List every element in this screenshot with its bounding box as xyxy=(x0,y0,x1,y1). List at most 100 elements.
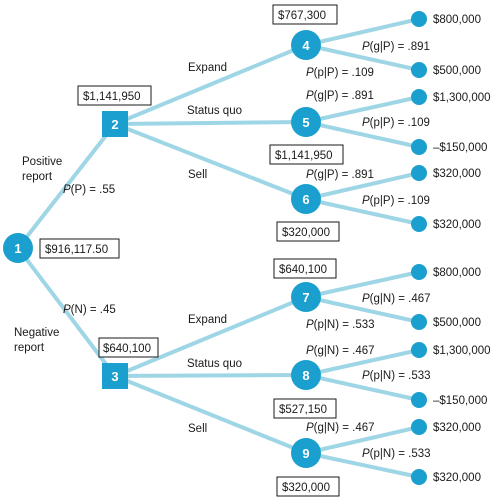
value-box-8 xyxy=(273,398,337,419)
edge-3-9 xyxy=(113,374,308,455)
prob-8-poor: P(p|N) = .533 xyxy=(362,370,431,382)
prob-6-poor: P(p|P) = .109 xyxy=(362,195,430,207)
edge-2-5 xyxy=(113,120,308,126)
value-node-4: $767,300 xyxy=(278,10,326,22)
edge-2-4 xyxy=(113,43,308,126)
edge-6-leaf6 xyxy=(304,197,421,226)
prob-negative: P(N) = .45 xyxy=(63,304,116,316)
payoff-labels: $800,000 $500,000 $1,300,000 –$150,000 $… xyxy=(433,14,491,484)
value-node-3: $640,100 xyxy=(103,343,151,355)
value-boxes: $916,117.50 $1,141,950 $640,100 $767,300… xyxy=(39,4,344,497)
neg-expand-label: Expand xyxy=(188,314,227,326)
edge-4-leaf2 xyxy=(304,43,421,72)
edge-7-leaf7 xyxy=(304,270,421,299)
prob-value: = .45 xyxy=(87,304,116,316)
leaf-node-3 xyxy=(411,89,427,105)
node-5: 5 xyxy=(291,107,321,137)
node-6: 6 xyxy=(291,184,321,214)
value-node-9: $320,000 xyxy=(282,482,330,494)
value-node-7: $640,100 xyxy=(279,264,327,276)
payoff-8: $500,000 xyxy=(433,317,481,329)
positive-report-line2: report xyxy=(22,171,53,183)
chance-node-circle xyxy=(291,438,321,468)
edge-5-leaf3 xyxy=(304,95,421,124)
edge-8-leaf10 xyxy=(304,373,421,402)
decision-branch-labels: Expand Status quo Sell Expand Status quo… xyxy=(187,62,242,435)
pos-sell-label: Sell xyxy=(188,169,207,181)
payoff-11: $320,000 xyxy=(433,422,481,434)
value-box-5 xyxy=(269,144,344,165)
payoff-6: $320,000 xyxy=(433,219,481,231)
payoff-2: $500,000 xyxy=(433,65,481,77)
edge-4-leaf1 xyxy=(304,17,421,47)
node-number: 1 xyxy=(14,241,21,256)
neg-status-quo-label: Status quo xyxy=(187,358,242,370)
chance-node-circle xyxy=(291,107,321,137)
chance-node-circle xyxy=(291,184,321,214)
leaf-node-8 xyxy=(411,314,427,330)
node-3: 3 xyxy=(102,363,128,389)
edge-8-leaf9 xyxy=(304,348,421,377)
node-number: 6 xyxy=(302,192,309,207)
value-node-2: $1,141,950 xyxy=(83,91,141,103)
value-box-7 xyxy=(273,258,337,279)
prob-9-poor: P(p|N) = .533 xyxy=(362,448,431,460)
payoff-5: $320,000 xyxy=(433,168,481,180)
prob-symbol: P xyxy=(63,184,71,196)
value-box-9 xyxy=(276,476,340,497)
positive-report-line1: Positive xyxy=(22,156,62,168)
payoff-1: $800,000 xyxy=(433,14,481,26)
prob-arg: P xyxy=(75,184,83,196)
node-9: 9 xyxy=(291,438,321,468)
value-box-6 xyxy=(276,221,340,242)
payoff-10: –$150,000 xyxy=(433,395,487,407)
prob-positive: P(P) = .55 xyxy=(63,184,115,196)
prob-6-good: P(g|P) = .891 xyxy=(306,169,374,181)
edge-3-7 xyxy=(113,295,308,378)
node-number: 3 xyxy=(111,369,118,384)
conditional-prob-labels: P(g|P) = .891 P(p|P) = .109 P(g|P) = .89… xyxy=(306,41,431,460)
leaf-node-2 xyxy=(411,62,427,78)
decision-node-square xyxy=(102,363,128,389)
value-box-1 xyxy=(39,238,120,259)
neg-sell-label: Sell xyxy=(188,423,207,435)
leaf-node-5 xyxy=(411,165,427,181)
prob-4-poor: P(p|P) = .109 xyxy=(306,67,374,79)
pos-status-quo-label: Status quo xyxy=(187,105,242,117)
node-number: 2 xyxy=(111,117,118,132)
chance-node-circle xyxy=(3,233,33,263)
node-4: 4 xyxy=(291,30,321,60)
edge-9-leaf11 xyxy=(304,425,421,455)
prob-symbol: P xyxy=(63,304,71,316)
chance-node-circle xyxy=(291,30,321,60)
payoff-3: $1,300,000 xyxy=(433,92,491,104)
prob-7-poor: P(p|N) = .533 xyxy=(306,319,375,331)
prob-value: = .55 xyxy=(86,184,115,196)
node-2: 2 xyxy=(102,111,128,137)
decision-node-square xyxy=(102,111,128,137)
payoff-12: $320,000 xyxy=(433,472,481,484)
prob-4-good: P(g|P) = .891 xyxy=(362,41,430,53)
leaf-node-7 xyxy=(411,264,427,280)
edge-3-8 xyxy=(113,373,308,378)
report-branch-labels: Positive report P(P) = .55 P(N) = .45 Ne… xyxy=(14,156,116,354)
edge-5-leaf4 xyxy=(304,120,421,149)
edge-2-6 xyxy=(113,122,308,201)
leaf-node-9 xyxy=(411,342,427,358)
edge-1-2 xyxy=(16,122,117,250)
node-8: 8 xyxy=(291,360,321,390)
payoff-7: $800,000 xyxy=(433,267,481,279)
node-number: 5 xyxy=(302,115,309,130)
leaf-node-6 xyxy=(411,216,427,232)
prob-8-good: P(g|N) = .467 xyxy=(306,345,375,357)
value-box-4 xyxy=(272,4,338,25)
payoff-9: $1,300,000 xyxy=(433,345,491,357)
node-1: 1 xyxy=(3,233,33,263)
payoff-4: –$150,000 xyxy=(433,142,487,154)
negative-report-line2: report xyxy=(14,342,45,354)
edge-7-leaf8 xyxy=(304,295,421,324)
pos-expand-label: Expand xyxy=(188,62,227,74)
prob-5-good: P(g|P) = .891 xyxy=(306,90,374,102)
node-number: 7 xyxy=(302,290,309,305)
